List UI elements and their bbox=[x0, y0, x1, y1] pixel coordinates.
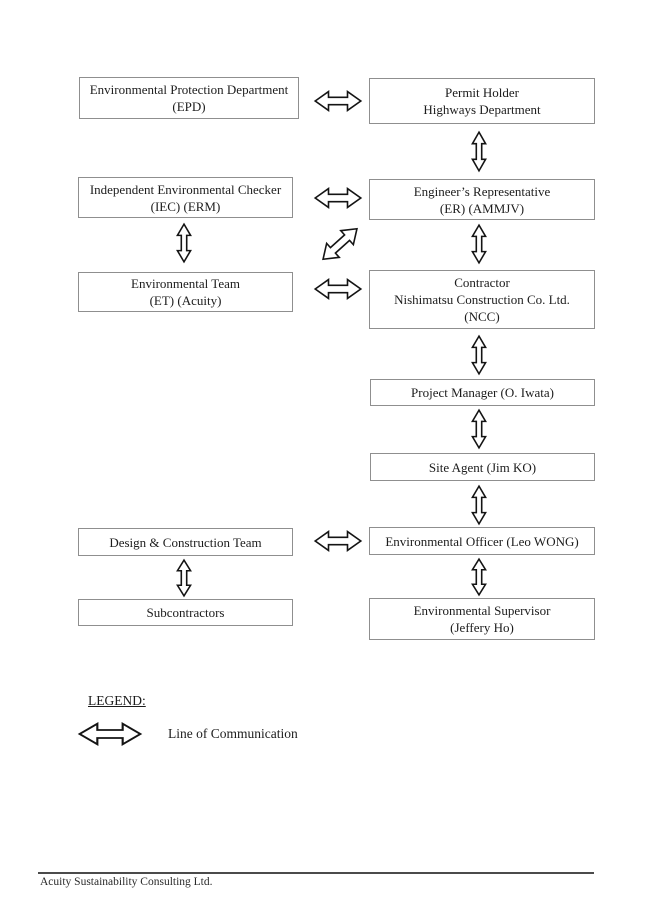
legend-item-label: Line of Communication bbox=[168, 726, 298, 741]
double-arrow-icon-iec-et bbox=[176, 222, 192, 264]
double-arrow-icon-site-agent-env-officer bbox=[471, 484, 487, 526]
box-dc-team-label: Design & Construction Team bbox=[109, 534, 262, 550]
double-arrow-icon-et-er-diagonal bbox=[322, 227, 358, 261]
footer-divider bbox=[38, 872, 594, 874]
box-site-agent-label: Site Agent (Jim KO) bbox=[428, 459, 537, 475]
double-arrow-icon-epd-permit-holder bbox=[313, 90, 363, 112]
box-iec-label: Independent Environmental Checker (IEC) … bbox=[89, 181, 282, 214]
box-project-manager-label: Project Manager (O. Iwata) bbox=[411, 385, 554, 400]
double-arrow-icon-er-contractor bbox=[471, 223, 487, 265]
box-epd: Environmental Protection Department (EPD… bbox=[79, 77, 299, 119]
double-arrow-icon-et-contractor bbox=[313, 278, 363, 300]
box-permit-holder-label: Permit Holder Highways Department bbox=[423, 85, 541, 117]
box-site-agent: Site Agent (Jim KO) bbox=[370, 453, 595, 481]
box-permit-holder: Permit Holder Highways Department bbox=[369, 78, 595, 124]
box-contractor: Contractor Nishimatsu Construction Co. L… bbox=[369, 270, 595, 329]
double-arrow-icon-legend bbox=[77, 722, 143, 746]
box-et-label: Environmental Team (ET) (Acuity) bbox=[131, 276, 240, 308]
box-iec: Independent Environmental Checker (IEC) … bbox=[78, 177, 293, 218]
box-epd-label: Environmental Protection Department (EPD… bbox=[89, 82, 289, 114]
box-env-officer: Environmental Officer (Leo WONG) bbox=[369, 527, 595, 555]
double-arrow-icon-contractor-project-manager bbox=[471, 334, 487, 376]
box-env-officer-label: Environmental Officer (Leo WONG) bbox=[385, 533, 579, 549]
box-env-supervisor: Environmental Supervisor (Jeffery Ho) bbox=[369, 598, 595, 640]
box-subcontractors: Subcontractors bbox=[78, 599, 293, 626]
box-project-manager: Project Manager (O. Iwata) bbox=[370, 379, 595, 406]
legend-title: LEGEND: bbox=[88, 693, 146, 708]
double-arrow-icon-dc-team-subcontractors bbox=[176, 558, 192, 598]
box-env-supervisor-label: Environmental Supervisor (Jeffery Ho) bbox=[413, 603, 551, 635]
double-arrow-icon-project-manager-site-agent bbox=[471, 408, 487, 450]
double-arrow-icon-env-officer-env-supervisor bbox=[471, 557, 487, 597]
double-arrow-icon-permit-holder-er bbox=[471, 130, 487, 173]
box-et: Environmental Team (ET) (Acuity) bbox=[78, 272, 293, 312]
box-er-label: Engineer’s Representative (ER) (AMMJV) bbox=[413, 183, 551, 216]
box-er: Engineer’s Representative (ER) (AMMJV) bbox=[369, 179, 595, 220]
box-subcontractors-label: Subcontractors bbox=[146, 605, 225, 620]
double-arrow-icon-dc-team-env-officer bbox=[313, 530, 363, 552]
double-arrow-icon-iec-er bbox=[313, 187, 363, 209]
box-dc-team: Design & Construction Team bbox=[78, 528, 293, 556]
footer-company: Acuity Sustainability Consulting Ltd. bbox=[40, 876, 213, 888]
box-contractor-label: Contractor Nishimatsu Construction Co. L… bbox=[394, 275, 570, 324]
